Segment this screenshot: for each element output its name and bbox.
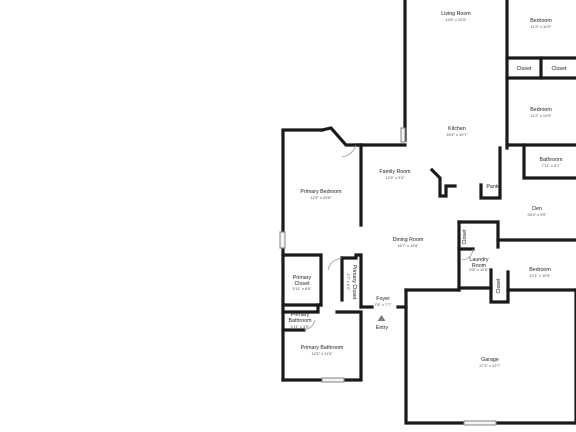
bedroom-top-dims: 11'2" x 11'9": [531, 24, 552, 29]
primary-bedroom-label: Primary Bedroom: [300, 189, 342, 195]
primary-closet-2-dims: 2'7" x 6'0": [346, 273, 351, 291]
living-room-dims: 14'6" x 20'5": [445, 17, 467, 22]
entry-arrow-icon: [377, 315, 386, 321]
bedroom-mid-dims: 11'2" x 10'9": [530, 113, 552, 118]
primary-closet-2-label: Primary Closet: [351, 265, 357, 300]
living-room-label: Living Room: [441, 11, 471, 17]
windows: [279, 127, 497, 426]
primary-closet-dims: 5'11" x 8'6": [293, 286, 313, 291]
bedroom-low-label: Bedroom: [529, 267, 551, 273]
pantry-label: Pantry: [486, 184, 502, 190]
bedroom-mid-label: Bedroom: [530, 107, 552, 113]
primary-bathroom-label: Primary Bathroom: [301, 345, 344, 351]
closet-top-1-label: Closet: [516, 66, 532, 72]
den-label: Den: [532, 206, 542, 212]
closet-bedroom-label: Closet: [496, 278, 502, 294]
room-labels: Living Room 14'6" x 20'5" Bedroom 11'2" …: [289, 11, 568, 368]
garage-dims: 27'3" x 22'7": [479, 363, 501, 368]
dining-room-label: Dining Room: [393, 237, 424, 243]
family-room-label: Family Room: [379, 169, 411, 175]
door-swings: [303, 144, 474, 331]
primary-bedroom-dims: 12'5" x 20'8": [310, 195, 332, 200]
bathroom-label: Bathroom: [540, 157, 564, 163]
bathroom-dims: 7'11" x 5'1": [542, 163, 562, 168]
garage-label: Garage: [481, 357, 499, 363]
kitchen-label: Kitchen: [448, 126, 466, 132]
family-room-dims: 12'4" x 9'4": [385, 175, 405, 180]
foyer-label: Foyer: [376, 296, 390, 302]
den-dims: 35'4" x 9'9": [527, 212, 547, 217]
bedroom-low-dims: 12'1" x 10'9": [529, 273, 551, 278]
dining-room-dims: 16'7" x 14'6": [397, 243, 419, 248]
foyer-dims: 7'6" x 7'7": [374, 302, 392, 307]
laundry-room-dims: 5'6" x 12'6": [469, 267, 489, 272]
bedroom-top-label: Bedroom: [530, 18, 552, 24]
closet-laundry-label: Closet: [462, 229, 468, 245]
closet-top-2-label: Closet: [551, 66, 567, 72]
primary-bathroom-dims: 12'5" x 11'5": [311, 351, 333, 356]
entry-label: Entry: [376, 325, 389, 331]
kitchen-dims: 16'4" x 10'7": [446, 132, 468, 137]
primary-bathroom-small-dims: 5'11" x 3'5": [291, 324, 311, 329]
